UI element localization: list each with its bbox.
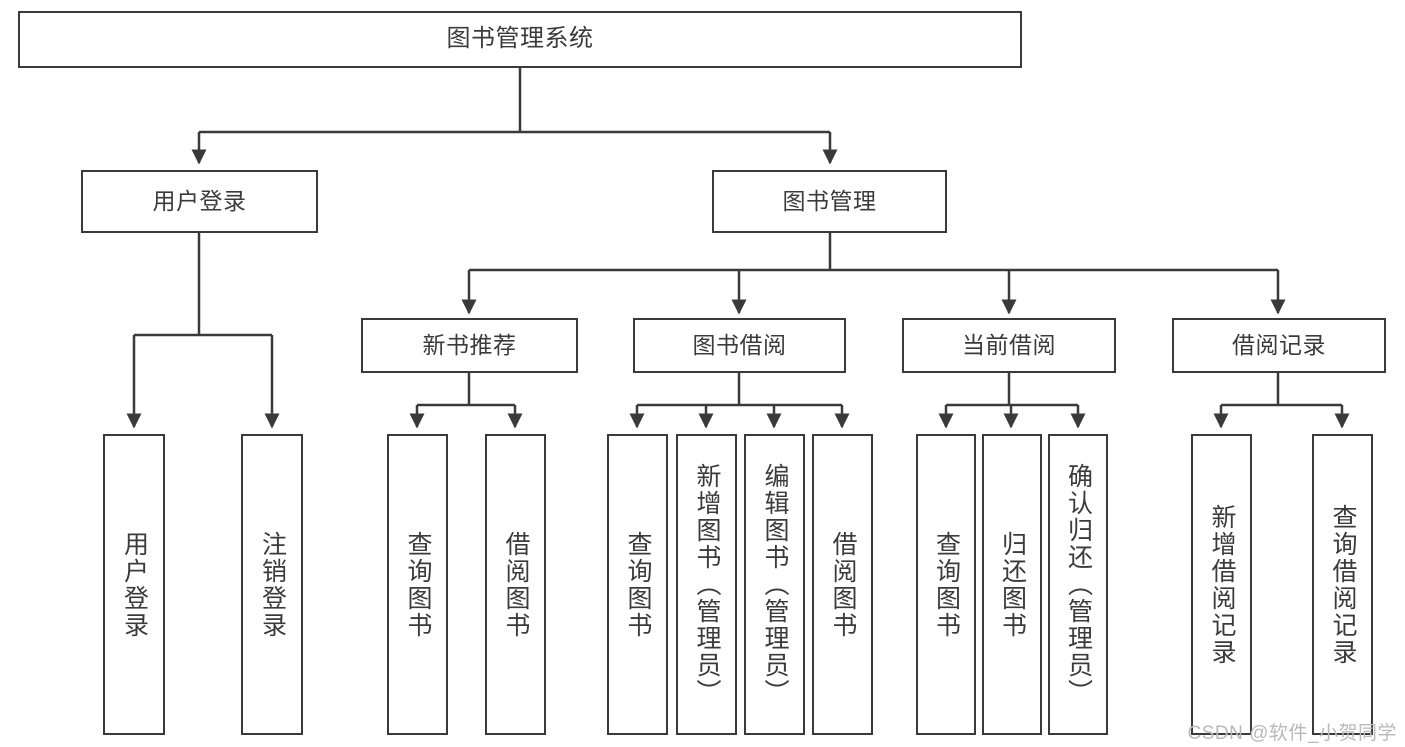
node-label: 借阅图书: [829, 530, 857, 639]
leaf-query-borrow-record[interactable]: 查询借阅记录: [1312, 434, 1373, 735]
leaf-return-book[interactable]: 归还图书: [982, 434, 1042, 735]
leaf-logout[interactable]: 注销登录: [241, 434, 303, 735]
node-label: 图书管理系统: [446, 25, 594, 53]
leaf-confirm-return-admin[interactable]: 确认归还（管理员）: [1048, 434, 1108, 735]
node-label: 查询图书: [932, 530, 961, 639]
node-label: 图书借阅: [692, 331, 787, 358]
leaf-user-login[interactable]: 用户登录: [103, 434, 165, 735]
leaf-edit-book-admin[interactable]: 编辑图书（管理员）: [744, 434, 805, 735]
node-current-borrow[interactable]: 当前借阅: [902, 318, 1116, 373]
node-new-book-recommend[interactable]: 新书推荐: [361, 318, 578, 373]
node-user-login[interactable]: 用户登录: [81, 170, 318, 233]
leaf-borrow-book[interactable]: 借阅图书: [812, 434, 873, 735]
node-label: 图书管理: [782, 187, 877, 214]
leaf-query-book-borrow[interactable]: 查询图书: [607, 434, 668, 735]
node-label: 查询借阅记录: [1329, 503, 1357, 666]
node-label: 用户登录: [152, 187, 247, 214]
node-label: 查询图书: [404, 530, 432, 639]
node-label: 归还图书: [998, 530, 1027, 639]
node-label: 确认归还（管理员）: [1064, 463, 1093, 706]
node-label: 编辑图书（管理员）: [761, 463, 789, 706]
leaf-add-book-admin[interactable]: 新增图书（管理员）: [676, 434, 737, 735]
node-root-system[interactable]: 图书管理系统: [18, 11, 1022, 68]
node-label: 新增借阅记录: [1208, 503, 1236, 666]
node-label: 借阅记录: [1232, 331, 1326, 358]
node-label: 新增图书（管理员）: [693, 463, 721, 706]
leaf-borrow-book-recommend[interactable]: 借阅图书: [485, 434, 546, 735]
node-book-management[interactable]: 图书管理: [712, 170, 947, 233]
node-label: 新书推荐: [422, 331, 517, 358]
leaf-add-borrow-record[interactable]: 新增借阅记录: [1191, 434, 1252, 735]
csdn-watermark: CSDN @软件_小贺同学: [1187, 723, 1397, 744]
node-book-borrow[interactable]: 图书借阅: [633, 318, 846, 373]
node-label: 当前借阅: [962, 331, 1056, 358]
node-borrow-record[interactable]: 借阅记录: [1172, 318, 1386, 373]
node-label: 注销登录: [258, 530, 287, 639]
leaf-query-book-recommend[interactable]: 查询图书: [387, 434, 448, 735]
node-label: 用户登录: [120, 530, 149, 639]
node-label: 查询图书: [624, 530, 652, 639]
leaf-query-book-current[interactable]: 查询图书: [916, 434, 976, 735]
node-label: 借阅图书: [502, 530, 530, 639]
